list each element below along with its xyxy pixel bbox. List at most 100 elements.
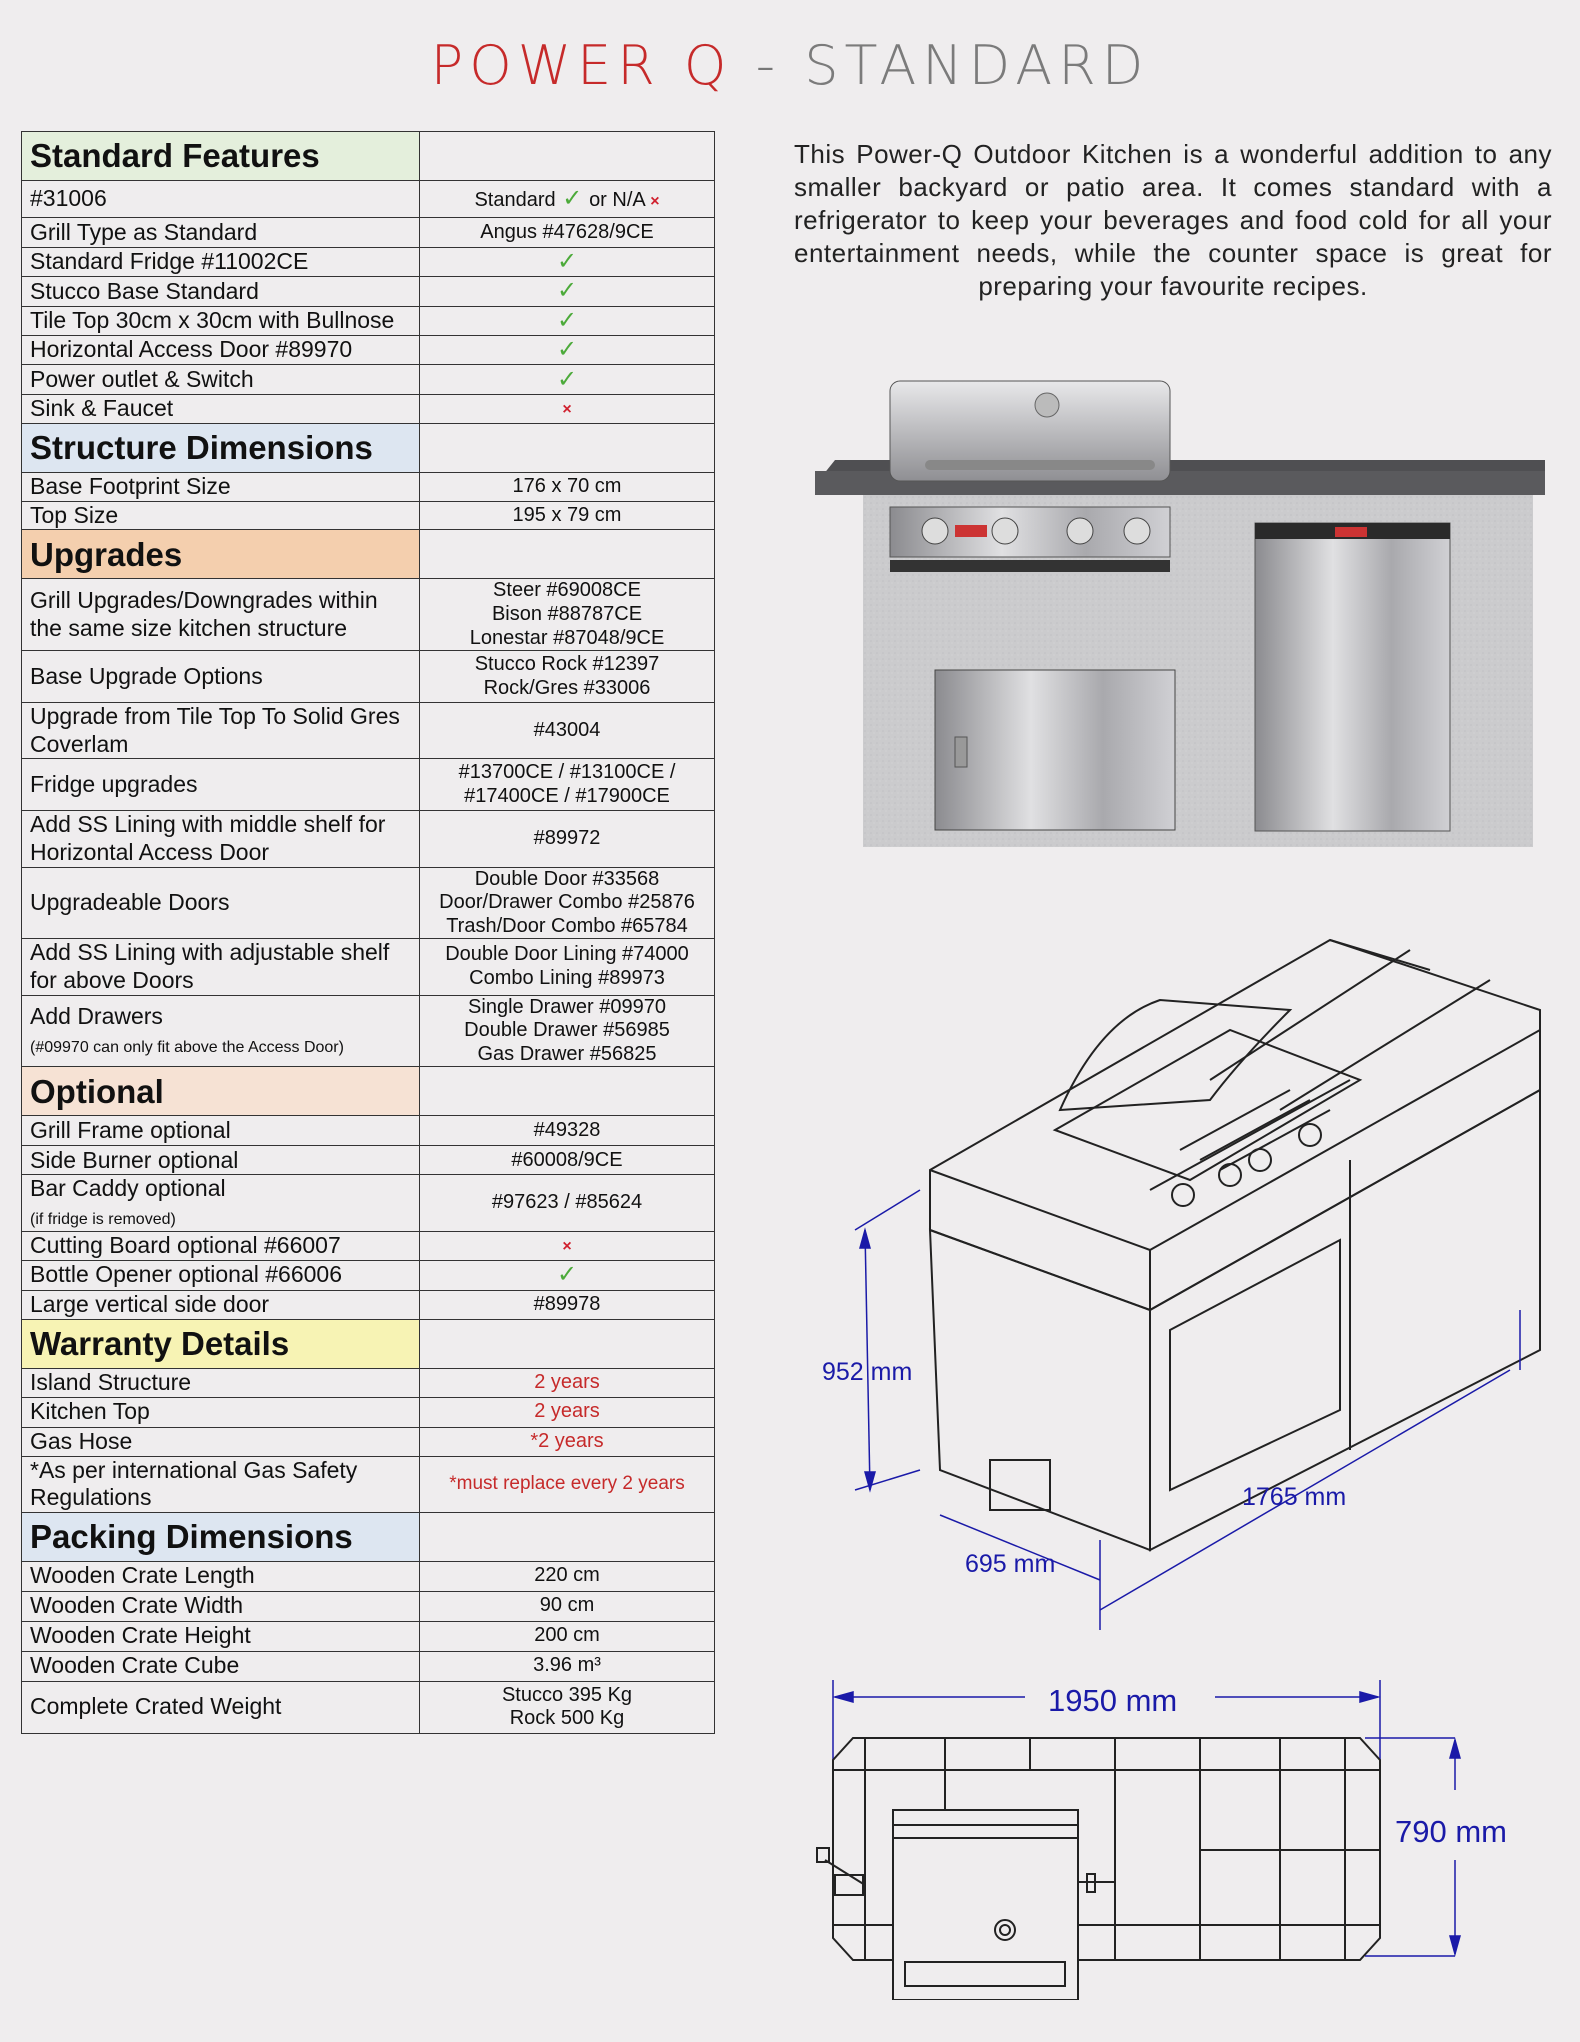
row-label: Side Burner optional [21, 1145, 420, 1176]
table-row: *As per international Gas Safety Regulat… [21, 1455, 715, 1513]
row-label: Top Size [21, 500, 420, 531]
row-value-line: Lonestar #87048/9CE [469, 626, 665, 649]
section-header-packing-dimensions: Packing Dimensions [21, 1511, 715, 1562]
row-label-text: Top Size [30, 501, 119, 528]
check-icon: ✓ [556, 335, 578, 363]
row-label: Power outlet & Switch [21, 364, 420, 396]
row-value-line: Stucco Rock #12397 [474, 653, 660, 676]
row-value-text: #43004 [533, 719, 601, 742]
section-header-structure-dimensions: Structure Dimensions [21, 423, 715, 474]
row-label-text: Tile Top 30cm x 30cm with Bullnose [30, 306, 395, 333]
row-label-text: Bar Caddy optional [30, 1175, 226, 1202]
cross-icon: × [562, 1237, 572, 1255]
row-value: 90 cm [419, 1590, 715, 1622]
row-label: Gas Hose [21, 1426, 420, 1457]
row-value-text: #97623 / #85624 [491, 1191, 643, 1214]
table-row: Bottle Opener optional #66006 ✓ [21, 1259, 715, 1291]
table-row: Side Burner optional #60008/9CE [21, 1145, 715, 1176]
row-value: × [419, 1230, 715, 1261]
row-value-line: Double Drawer #56985 [464, 1019, 670, 1042]
warranty-value: *2 years [530, 1429, 604, 1452]
length-dimension-label: 1765 mm [1242, 1483, 1346, 1511]
table-row: Bar Caddy optional (if fridge is removed)… [21, 1174, 715, 1232]
section-header-blank [419, 1511, 715, 1562]
warranty-value: *must replace every 2 years [449, 1473, 685, 1495]
row-value: ✓ [419, 1259, 715, 1291]
row-label: #31006 [21, 180, 420, 218]
product-description: This Power-Q Outdoor Kitchen is a wonder… [794, 139, 1552, 301]
row-label-text: #31006 [30, 185, 107, 212]
row-value: ✓ [419, 276, 715, 307]
row-label-text: Grill Upgrades/Downgrades within the sam… [30, 587, 378, 641]
row-value-line: Door/Drawer Combo #25876 [439, 891, 695, 914]
check-icon: ✓ [556, 248, 578, 275]
legend-na-label: or N/A [589, 188, 646, 211]
row-label: Wooden Crate Length [21, 1560, 420, 1592]
row-value-text: 195 x 79 cm [512, 503, 622, 526]
row-label: Wooden Crate Height [21, 1620, 420, 1652]
depth-dimension-label: 695 mm [965, 1550, 1055, 1578]
check-icon: ✓ [556, 306, 578, 334]
table-row: Add SS Lining with middle shelf for Hori… [21, 810, 715, 868]
table-row: Fridge upgrades#13700CE / #13100CE /#174… [21, 758, 715, 812]
row-label: Fridge upgrades [21, 758, 420, 812]
row-value: Standard ✓ or N/A × [419, 180, 715, 218]
product-photo [815, 380, 1545, 847]
section-header-blank [419, 131, 715, 181]
row-value: #60008/9CE [419, 1145, 715, 1176]
row-note: (#09970 can only fit above the Access Do… [30, 1038, 344, 1056]
row-value-line: Bison #88787CE [491, 603, 643, 626]
check-icon: ✓ [556, 1260, 578, 1288]
row-label-text: Fridge upgrades [30, 771, 198, 798]
top-length-dimension-label: 1950 mm [1048, 1683, 1177, 1718]
table-row: Horizontal Access Door #89970 ✓ [21, 334, 715, 366]
table-row: Add Drawers(#09970 can only fit above th… [21, 994, 715, 1068]
row-label-text: Cutting Board optional #66007 [30, 1231, 341, 1258]
row-value: ✓ [419, 364, 715, 396]
section-title: Packing Dimensions [21, 1511, 420, 1562]
section-header-blank [419, 1066, 715, 1117]
table-row: #31006 Standard ✓ or N/A × [21, 180, 715, 218]
row-label-text: Upgrade from Tile Top To Solid Gres Cove… [30, 703, 400, 757]
row-note: (if fridge is removed) [30, 1210, 176, 1228]
row-value: #97623 / #85624 [419, 1174, 715, 1232]
row-label: Complete Crated Weight [21, 1680, 420, 1734]
row-value: 176 x 70 cm [419, 472, 715, 502]
row-label: Large vertical side door [21, 1289, 420, 1320]
table-row: Top Size 195 x 79 cm [21, 500, 715, 531]
row-value-line: Double Door Lining #74000 [445, 943, 689, 966]
isometric-drawing: 952 mm 695 mm 1765 mm [822, 938, 1541, 1630]
row-label: Horizontal Access Door #89970 [21, 334, 420, 366]
row-label: *As per international Gas Safety Regulat… [21, 1455, 420, 1513]
row-label-text: Gas Hose [30, 1427, 133, 1454]
row-value-text: 200 cm [534, 1624, 600, 1647]
section-header-optional: Optional [21, 1066, 715, 1117]
table-row: Sink & Faucet× [21, 394, 715, 425]
row-label-text: Complete Crated Weight [30, 1693, 282, 1720]
page-title: POWER Q - STANDARD [430, 34, 1150, 97]
row-value: ✓ [419, 246, 715, 278]
row-label: Kitchen Top [21, 1396, 420, 1428]
row-label-text: Standard Fridge #11002CE [30, 248, 309, 275]
row-value: Angus #47628/9CE [419, 217, 715, 248]
row-value-text: 176 x 70 cm [512, 475, 622, 498]
row-value-text: #89972 [533, 827, 601, 850]
row-value-line: Trash/Door Combo #65784 [446, 914, 688, 937]
row-value-line: #13700CE / #13100CE / [458, 761, 676, 784]
row-value-text: #60008/9CE [511, 1148, 623, 1171]
row-label-text: Bottle Opener optional #66006 [30, 1261, 343, 1288]
row-label: Tile Top 30cm x 30cm with Bullnose [21, 305, 420, 336]
row-value-text: 3.96 m³ [533, 1654, 601, 1677]
row-value: 3.96 m³ [419, 1650, 715, 1682]
row-value-line: Combo Lining #89973 [469, 966, 665, 989]
